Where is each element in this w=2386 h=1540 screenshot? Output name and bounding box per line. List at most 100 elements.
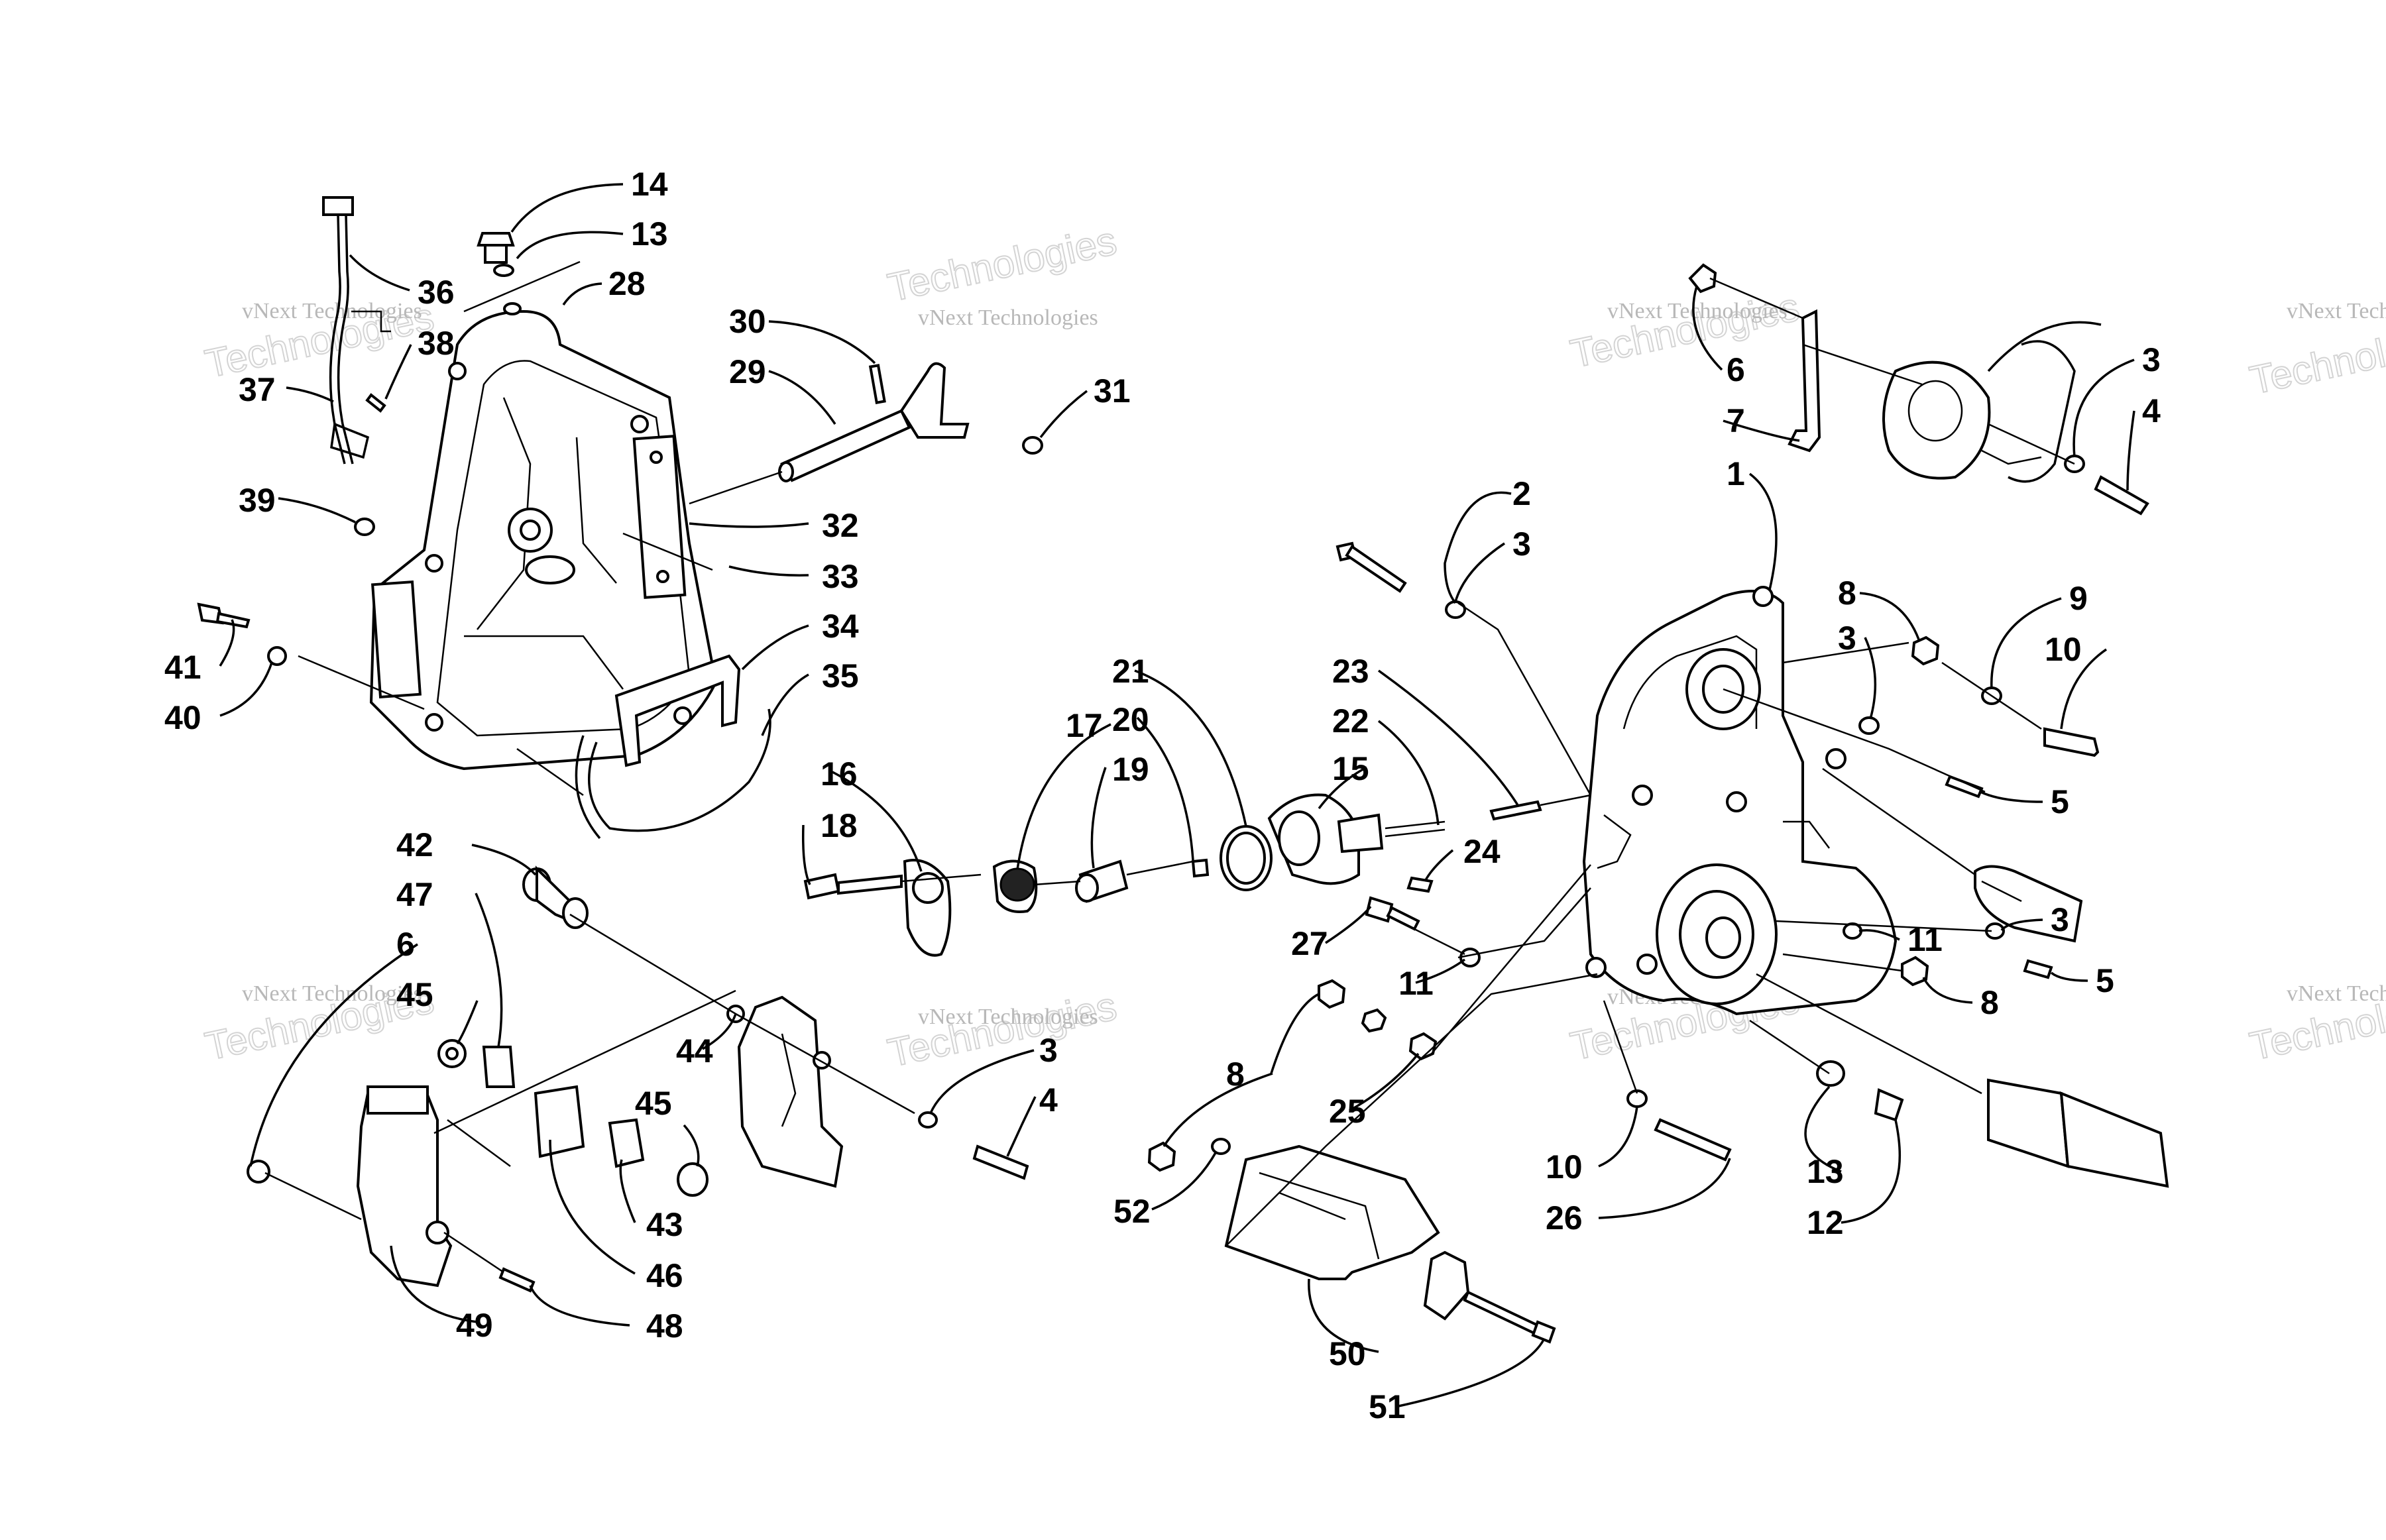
callout-label: 5 xyxy=(2096,962,2114,999)
nut-parts xyxy=(1147,979,1438,1172)
callout-label: 1 xyxy=(1727,455,1745,492)
callout-label: 49 xyxy=(456,1307,493,1344)
svg-text:Technologies: Technologies xyxy=(2246,311,2386,402)
callout-label: 5 xyxy=(2051,783,2069,820)
callout-label: 38 xyxy=(418,325,455,362)
callout-label: 48 xyxy=(646,1307,683,1345)
callout-label: 34 xyxy=(822,608,859,645)
bushing-parts xyxy=(437,1039,709,1197)
callout-label: 44 xyxy=(676,1032,713,1070)
callout-label: 27 xyxy=(1291,925,1328,962)
shaft-part xyxy=(778,362,970,482)
callout-label: 35 xyxy=(822,657,859,694)
svg-text:Technologies: Technologies xyxy=(884,218,1121,309)
chaincase-cover-part xyxy=(369,309,718,771)
callout-label: 3 xyxy=(1039,1032,1058,1069)
callout-label: 47 xyxy=(396,876,433,913)
callout-label: 33 xyxy=(822,558,859,595)
grommet-part xyxy=(354,518,375,536)
svg-text:vNext Technologies: vNext Technologies xyxy=(918,305,1098,330)
callout-label: 24 xyxy=(1463,833,1501,870)
callout-label: 43 xyxy=(646,1206,683,1243)
callout-label: 3 xyxy=(1838,620,1856,657)
callout-label: 12 xyxy=(1807,1204,1844,1241)
callout-label: 32 xyxy=(822,507,859,544)
shift-bracket-part xyxy=(726,995,844,1188)
plate-part xyxy=(632,435,687,599)
callout-label: 21 xyxy=(1112,653,1149,690)
callout-label: 51 xyxy=(1369,1388,1406,1425)
watermark: Technologies vNext Technologies xyxy=(883,217,1121,330)
callout-label: 11 xyxy=(1907,921,1943,958)
callout-label: 23 xyxy=(1332,653,1369,690)
callout-label: 45 xyxy=(396,976,433,1013)
callout-label: 16 xyxy=(821,755,858,793)
svg-text:Technologies: Technologies xyxy=(884,983,1121,1075)
svg-text:vNext Technologies: vNext Technologies xyxy=(2287,299,2386,323)
callout-label: 14 xyxy=(631,166,668,203)
callout-label: 6 xyxy=(1727,351,1745,388)
tensioner-parts xyxy=(803,825,1273,957)
callout-label: 41 xyxy=(164,649,201,686)
callout-label: 29 xyxy=(729,353,766,390)
callout-label: 39 xyxy=(239,482,276,519)
bolt-part xyxy=(1365,896,1481,967)
watermark: Technologies vNext Technologies xyxy=(201,294,439,386)
callout-label: 18 xyxy=(821,807,858,844)
callout-label: 9 xyxy=(2069,580,2088,617)
callout-label: 37 xyxy=(239,371,276,408)
callout-label: 3 xyxy=(2142,341,2161,378)
callout-label: 4 xyxy=(1039,1081,1058,1119)
callout-label: 42 xyxy=(396,826,433,863)
callout-label: 3 xyxy=(1512,525,1531,563)
callout-label: 13 xyxy=(1807,1153,1844,1190)
callout-label: 36 xyxy=(418,274,455,311)
chaincase-part xyxy=(1582,586,1898,1016)
callout-label: 46 xyxy=(646,1257,683,1294)
callout-label: 8 xyxy=(1226,1056,1245,1093)
upper-bracket-part xyxy=(1688,263,2149,516)
svg-text:vNext Technologies: vNext Technologies xyxy=(242,981,422,1006)
lower-shaft-parts xyxy=(1626,1060,2169,1188)
callout-label: 8 xyxy=(1980,984,1999,1021)
callout-label: 10 xyxy=(1546,1148,1583,1185)
callout-label: 6 xyxy=(396,926,415,963)
callout-label: 3 xyxy=(2051,901,2069,938)
plug-part xyxy=(477,232,522,315)
svg-text:vNext Technologies: vNext Technologies xyxy=(918,1005,1098,1029)
part-drawings xyxy=(197,196,2169,1344)
watermark: Technologies vNext Technologies xyxy=(2245,976,2386,1069)
callout-label: 4 xyxy=(2142,392,2161,429)
callout-label: 26 xyxy=(1546,1199,1583,1237)
shifter-body-part xyxy=(247,1085,453,1288)
callout-label: 17 xyxy=(1066,707,1103,744)
svg-text:vNext Technologies: vNext Technologies xyxy=(1607,299,1788,323)
callout-labels: 14 13 36 28 38 37 30 29 31 39 32 33 41 4… xyxy=(164,166,2161,1425)
stud-part xyxy=(1335,541,1466,619)
callout-label: 45 xyxy=(635,1085,672,1122)
watermark: Technologies vNext Technologies xyxy=(2245,299,2386,404)
alignment-lines xyxy=(264,260,2075,1274)
callout-label: 19 xyxy=(1112,751,1149,788)
screw-part xyxy=(365,393,386,413)
callout-label: 13 xyxy=(631,215,668,252)
leader-lines xyxy=(219,183,2135,1407)
callout-label: 20 xyxy=(1112,701,1149,738)
o-ring-part xyxy=(1022,436,1043,455)
callout-label: 52 xyxy=(1113,1193,1151,1230)
callout-label: 28 xyxy=(608,265,646,302)
callout-label: 30 xyxy=(729,303,766,340)
screw-part xyxy=(498,1267,536,1293)
callout-label: 10 xyxy=(2045,631,2082,668)
callout-label: 8 xyxy=(1838,575,1856,612)
callout-label: 22 xyxy=(1332,702,1369,740)
callout-label: 2 xyxy=(1512,475,1531,512)
watermark: Technologies vNext Technologies xyxy=(1566,284,1804,376)
callout-label: 7 xyxy=(1727,402,1745,439)
svg-text:vNext Technologies: vNext Technologies xyxy=(242,299,422,323)
spacer-part xyxy=(522,865,589,929)
callout-label: 50 xyxy=(1329,1335,1366,1372)
dipstick-part xyxy=(322,196,391,465)
